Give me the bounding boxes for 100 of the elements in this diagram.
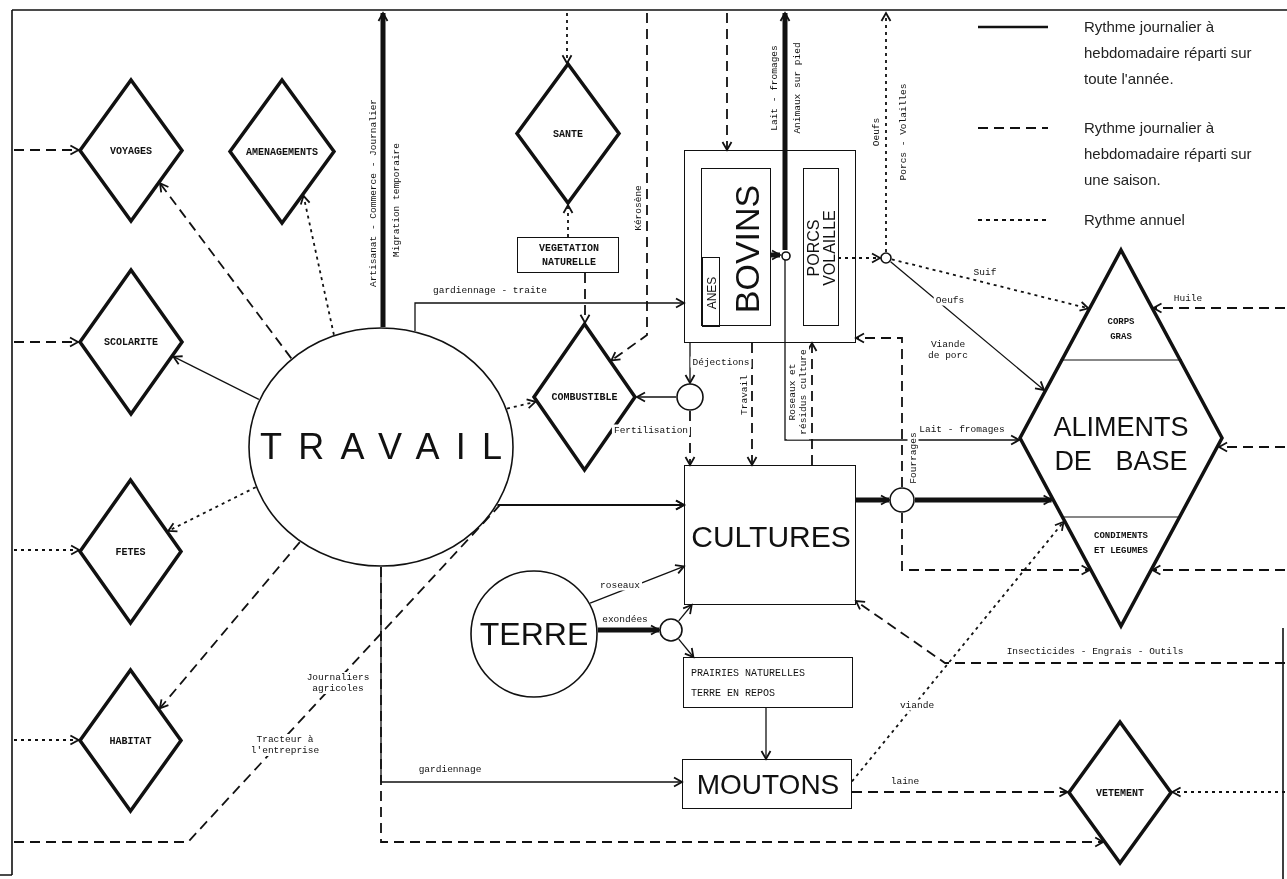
legend-text: Rythme annuel <box>1084 210 1186 230</box>
arrow <box>579 272 591 324</box>
node-label: TERRE EN REPOS <box>691 686 775 701</box>
circle-node <box>470 570 598 698</box>
annotation-text: Animaux sur pied <box>791 40 803 136</box>
node-label: SANTE <box>553 127 583 141</box>
arrow <box>746 342 758 466</box>
process-box <box>682 759 852 809</box>
arrow <box>561 12 573 65</box>
arrow <box>784 259 1020 446</box>
arrow <box>678 604 693 622</box>
edge-label: Fertilisation <box>611 424 691 436</box>
node-label: CORPS GRAS <box>1106 316 1136 344</box>
arrow <box>597 624 660 636</box>
arrow <box>506 398 537 410</box>
diamond-node <box>1018 248 1224 628</box>
arrow <box>1218 441 1286 453</box>
enclosure-box <box>684 150 856 343</box>
arrow <box>13 499 685 843</box>
arrow <box>159 182 293 360</box>
arrow <box>167 486 257 533</box>
node-label: CONDIMENTS ET LEGUMES <box>1093 530 1149 558</box>
edge-label: Insecticides - Engrais - Outils <box>1004 645 1186 657</box>
edge-label: exondées <box>600 613 650 625</box>
arrow <box>13 336 79 348</box>
node-label: PRAIRIES NATURELLES <box>691 666 805 681</box>
arrow <box>880 12 892 253</box>
edge-label: Huile <box>1171 292 1205 304</box>
arrow <box>678 638 695 658</box>
arrow <box>13 734 80 746</box>
arrow <box>636 391 677 403</box>
arrow <box>299 194 335 336</box>
edge-label: Kérosène <box>632 183 644 233</box>
edge-label: gardiennage <box>416 763 484 775</box>
arrow <box>158 541 301 710</box>
node-label: CULTURES <box>691 518 851 555</box>
process-box <box>683 657 853 708</box>
node-label: SCOLARITE <box>104 335 158 350</box>
diamond-node <box>78 78 184 223</box>
diamond-node <box>78 268 184 416</box>
edge-label: Travail <box>738 373 750 417</box>
diamond-node <box>1067 720 1173 865</box>
node-label: TERRE <box>479 615 589 654</box>
arrow <box>684 342 696 384</box>
node-label: FETES <box>115 545 146 559</box>
edge-label: Lait - fromages <box>768 43 780 133</box>
legend-text: Rythme journalier à hebdomadaire réparti sur une saison. <box>1084 118 1253 190</box>
edge-label: Oeufs <box>933 294 967 306</box>
arrow <box>380 566 1105 848</box>
node-label: PORCS VOLAILLE <box>806 209 838 288</box>
arrow <box>851 786 1069 798</box>
junction-circle <box>781 251 791 261</box>
edge-label: Déjections <box>690 356 752 368</box>
arrow <box>562 204 574 238</box>
arrow <box>1151 564 1286 576</box>
process-box <box>803 168 839 326</box>
arrow <box>770 249 781 261</box>
process-box <box>701 168 771 326</box>
edge-label: viande <box>897 699 937 711</box>
junction-circle <box>880 252 892 264</box>
arrow <box>414 297 685 332</box>
node-label: VOYAGES <box>110 144 152 158</box>
edge-label: roseaux <box>598 579 642 591</box>
diamond-node <box>78 668 183 813</box>
arrow <box>13 144 80 156</box>
edge-label: Oeufs <box>870 115 882 149</box>
arrow <box>1171 786 1286 798</box>
edge-label: Suif <box>971 266 999 278</box>
node-label: ANES <box>705 276 719 310</box>
diamond-node <box>228 78 336 225</box>
legend-text: Rythme journalier à hebdomadaire réparti sur toute l'année. <box>1084 17 1253 89</box>
arrow <box>855 332 903 488</box>
node-label: ALIMENTS DE BASE <box>1052 411 1190 478</box>
process-box <box>517 237 619 273</box>
arrow <box>1152 302 1286 314</box>
arrow <box>901 512 1091 576</box>
node-label: AMENAGEMENTS <box>246 145 318 159</box>
arrow <box>837 252 881 264</box>
diamond-node <box>515 62 621 205</box>
junction-circle <box>676 383 704 411</box>
circle-node <box>248 327 514 567</box>
arrow <box>915 494 1053 506</box>
node-label: TRAVAIL <box>259 425 519 469</box>
junction-circle <box>889 487 915 513</box>
arrow <box>13 544 80 556</box>
edge-label: Fourrages <box>907 430 919 486</box>
arrow <box>851 521 1065 783</box>
arrow <box>684 410 696 466</box>
arrow <box>377 12 389 327</box>
arrow <box>856 494 890 506</box>
arrow <box>779 12 791 250</box>
diamond-node <box>78 478 183 625</box>
arrow <box>889 261 1045 391</box>
junction-circle <box>659 618 683 642</box>
arrow <box>890 258 1090 312</box>
arrow <box>721 12 733 151</box>
edge-label: Roseaux et résidus culture <box>787 344 809 440</box>
node-label: HABITAT <box>109 734 152 748</box>
arrow <box>855 600 1286 664</box>
arrow <box>760 707 772 760</box>
